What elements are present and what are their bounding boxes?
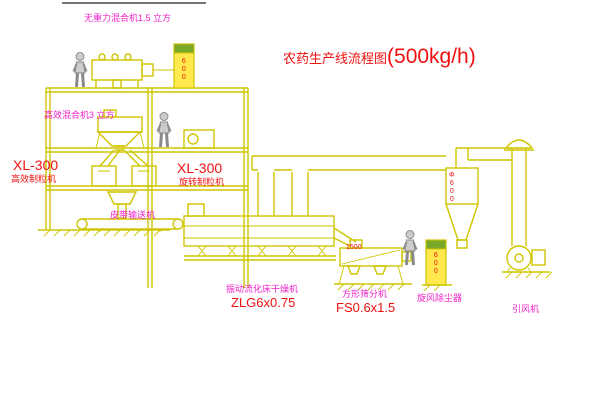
label-sieve-dim: 1500: [346, 244, 362, 251]
discharge-hopper: [106, 191, 138, 219]
cyclone-separator: [445, 147, 512, 249]
title-text: 农药生产线流程图: [283, 51, 388, 66]
label-granulator-center-name: 旋转制粒机: [179, 177, 225, 187]
square-sieve-machine: [334, 239, 412, 291]
induced-draft-fan-machine: [502, 245, 553, 279]
belt-conveyor-machine: [76, 218, 184, 232]
y-chute: [99, 149, 149, 167]
worker-figure-top: [72, 51, 88, 89]
label-granulator-left-model: XL-300: [13, 157, 59, 173]
gravity-free-mixer: [91, 53, 174, 89]
label-cyclone-name: 旋风除尘器: [417, 293, 463, 303]
label-elevator-top-size: 600: [180, 58, 188, 82]
label-granulator-center-model: XL-300: [177, 160, 223, 176]
worker-figure-ground: [402, 229, 418, 267]
label-dryer-name: 振动流化床干燥机: [226, 284, 299, 294]
fluid-bed-dryer: [183, 155, 446, 261]
label-cyclone-size: Φ600: [448, 172, 456, 204]
exhaust-stack: [504, 139, 534, 246]
rotary-feeder: [183, 129, 215, 149]
label-belt-conveyor: 皮带输送机: [110, 210, 156, 220]
label-mixer-second: 高效混合机3 立方: [44, 110, 115, 120]
bucket-elevator-right: [422, 239, 452, 292]
high-efficiency-mixer: [95, 109, 145, 151]
worker-figure-floor2: [156, 111, 172, 149]
label-sieve-model: FS0.6x1.5: [336, 300, 396, 315]
label-sieve-name: 方形筛分机: [342, 289, 388, 299]
label-fan-name: 引风机: [512, 304, 540, 314]
label-dryer-model: ZLG6x0.75: [231, 295, 296, 310]
drawing-title: 农药生产线流程图(500kg/h): [283, 45, 476, 68]
title-capacity: (500kg/h): [387, 45, 476, 68]
label-granulator-left-name: 高效制粒机: [11, 174, 57, 184]
label-elevator-right-size: 600: [432, 252, 440, 276]
bucket-elevator-top: [173, 43, 195, 89]
granulators: [91, 165, 157, 187]
label-mixer-top: 无重力混合机1.5 立方: [84, 13, 172, 23]
